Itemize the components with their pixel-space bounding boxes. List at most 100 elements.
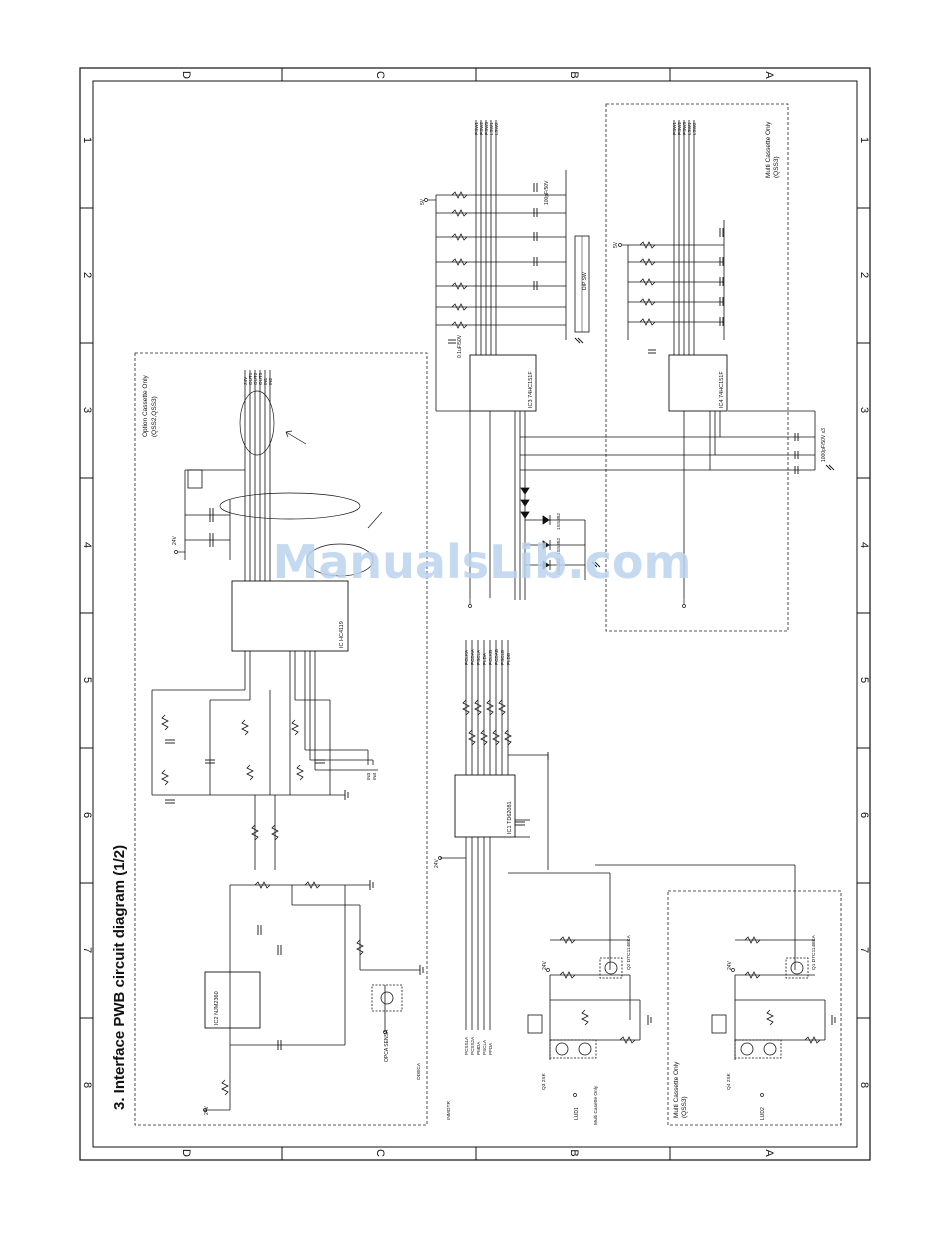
zone-number-1-left: 1 bbox=[81, 137, 93, 143]
net-label-option-3: OUT2 bbox=[253, 372, 258, 385]
net-label-mid-6: PCDAB bbox=[494, 649, 499, 665]
option-cassette-subtitle: (QSS2,QSS3) bbox=[151, 396, 158, 437]
zone-number-6-left: 6 bbox=[81, 812, 93, 818]
net-label-mid-2: PCDAA bbox=[470, 648, 475, 665]
supply-5v-a: 5V bbox=[613, 241, 619, 248]
multi-cassette-block-bottom bbox=[667, 890, 842, 1126]
label-diode-1: 1SS352 bbox=[556, 513, 562, 530]
zone-number-5-right: 5 bbox=[858, 677, 870, 683]
net-label-mid-3: PSCLA bbox=[476, 649, 481, 665]
net-label-b-2: PSW2 bbox=[479, 122, 484, 135]
lud1-label: LUD1 bbox=[574, 1107, 580, 1120]
zone-number-7-right: 7 bbox=[858, 947, 870, 953]
net-label-bottom-4: PSCLA bbox=[482, 1039, 487, 1055]
net-label-a-1: PSW1 bbox=[672, 122, 677, 135]
supply-24v-option: 24V bbox=[172, 535, 178, 545]
zone-number-5-left: 5 bbox=[81, 677, 93, 683]
svg-text:DIP SW: DIP SW bbox=[582, 272, 588, 290]
multi-cassette-top-title: Multi Cassette Only bbox=[765, 121, 772, 178]
lud2-label: LUD2 bbox=[760, 1107, 766, 1120]
zone-letter-d-top: D bbox=[180, 71, 192, 79]
watermark: ManualsLib.com bbox=[273, 535, 692, 589]
label-q1: Q1 DTC114EKA bbox=[811, 934, 817, 970]
net-label-option-8: IN4 bbox=[372, 772, 377, 780]
zone-number-8-right: 8 bbox=[858, 1082, 870, 1088]
ic3-mux: IC3 74HC151F bbox=[469, 354, 537, 412]
net-label-mid-1: PCLKA bbox=[464, 649, 469, 665]
zone-number-1-right: 1 bbox=[858, 137, 870, 143]
zone-letter-b-bottom: B bbox=[568, 1149, 580, 1156]
bus-cap-note: 1000pF/50V x3 bbox=[821, 428, 827, 462]
zone-number-6-right: 6 bbox=[858, 812, 870, 818]
label-q4: Q4 2SK bbox=[726, 1072, 732, 1090]
net-label-b-1: PSW1 bbox=[474, 122, 479, 135]
svg-text:IC HC4119: IC HC4119 bbox=[339, 621, 345, 648]
net-label-mid-8: PLDB bbox=[506, 653, 511, 665]
zone-letters-bottom: D C B A bbox=[180, 1149, 775, 1157]
zone-letter-a-top: A bbox=[763, 71, 775, 79]
cap-note-right: 100pF/50V bbox=[544, 180, 550, 205]
supply-24v-regulator: 24V bbox=[204, 1105, 210, 1115]
page-title: 3. Interface PWB circuit diagram (1/2) bbox=[111, 845, 128, 1110]
zone-letter-d-bottom: D bbox=[180, 1149, 192, 1157]
net-label-option-5: IN1 bbox=[263, 377, 268, 385]
zone-number-7-left: 7 bbox=[81, 947, 93, 953]
zone-number-3-left: 3 bbox=[81, 407, 93, 413]
wiring bbox=[151, 120, 826, 1111]
net-label-bottom-1: PCSS1A bbox=[464, 1036, 469, 1055]
zone-number-2-left: 2 bbox=[81, 272, 93, 278]
annotation-marks bbox=[219, 390, 383, 577]
net-label-bottom-3: PMDA bbox=[476, 1041, 481, 1055]
label-open: Multi Casette Only bbox=[593, 1085, 599, 1125]
label-q2: Q2 DTC114EKA bbox=[626, 934, 632, 970]
label-inmotr: INMOTR bbox=[446, 1101, 452, 1120]
resistors bbox=[161, 191, 821, 1096]
svg-text:IC1 TD62081: IC1 TD62081 bbox=[507, 801, 513, 834]
diodes bbox=[520, 487, 551, 570]
ic1-driver: IC1 TD62081 bbox=[454, 774, 516, 838]
ic4-mux: IC4 74HC151F bbox=[668, 354, 728, 412]
multi-cassette-bottom-title: Multi Cassette Only bbox=[673, 1061, 680, 1118]
zone-letter-a-bottom: A bbox=[763, 1149, 775, 1157]
multi-cassette-top-subtitle: (QSS3) bbox=[773, 156, 780, 178]
net-label-option-7: IN3 bbox=[366, 772, 371, 780]
multi-cassette-bottom-subtitle: (QSS3) bbox=[681, 1096, 688, 1118]
zone-number-4-right: 4 bbox=[858, 542, 870, 548]
zone-ticks bbox=[80, 68, 870, 1160]
supply-24v-b: 24V bbox=[542, 960, 548, 970]
label-q3: Q3 2SK bbox=[541, 1072, 547, 1090]
svg-text:IC2 NJM2360: IC2 NJM2360 bbox=[214, 991, 220, 1025]
net-label-a-5: LSW2 bbox=[692, 122, 697, 135]
net-label-b-4: LSW1 bbox=[489, 122, 494, 135]
zone-letter-c-top: C bbox=[374, 71, 386, 79]
ic2-regulator: IC2 NJM2360 bbox=[204, 971, 261, 1029]
supply-24v-a: 24V bbox=[727, 960, 733, 970]
net-label-a-2: PSW2 bbox=[677, 122, 682, 135]
svg-text:IC4 74HC151F: IC4 74HC151F bbox=[719, 371, 725, 408]
ic-option-driver: IC HC4119 bbox=[231, 580, 349, 652]
net-label-mid-4: PLDA bbox=[482, 652, 487, 665]
label-diode-3: 1SS352 bbox=[556, 558, 562, 575]
net-label-bottom-2: PCSS2A bbox=[470, 1036, 475, 1055]
svg-text:IC3 74HC151F: IC3 74HC151F bbox=[528, 371, 534, 408]
ground-symbols bbox=[344, 337, 836, 1025]
net-label-a-4: LSW1 bbox=[687, 122, 692, 135]
cap-note-left: 0.1uF/50V bbox=[457, 334, 463, 358]
zone-number-4-left: 4 bbox=[81, 542, 93, 548]
zone-number-8-left: 8 bbox=[81, 1082, 93, 1088]
io-arrows bbox=[174, 198, 764, 1112]
net-label-a-3: PSW3 bbox=[682, 122, 687, 135]
net-label-mid-7: PSCLB bbox=[500, 650, 505, 665]
zone-letter-b-top: B bbox=[568, 71, 580, 78]
zone-letter-c-bottom: C bbox=[374, 1149, 386, 1157]
net-label-b-5: LSW2 bbox=[494, 122, 499, 135]
dip-switch: DIP SW bbox=[574, 235, 590, 333]
opc-sens-label: OPCA SENSA bbox=[384, 1029, 390, 1062]
net-label-option-6: IN2 bbox=[268, 377, 273, 385]
zone-numbers-left: 1 2 3 4 5 6 7 8 bbox=[81, 137, 93, 1088]
capacitors bbox=[165, 183, 799, 1050]
option-cassette-title: Option Cassette Only bbox=[142, 374, 149, 437]
supply-24v-ic1: 24V bbox=[434, 858, 440, 868]
transistor-symbols bbox=[187, 469, 809, 1059]
